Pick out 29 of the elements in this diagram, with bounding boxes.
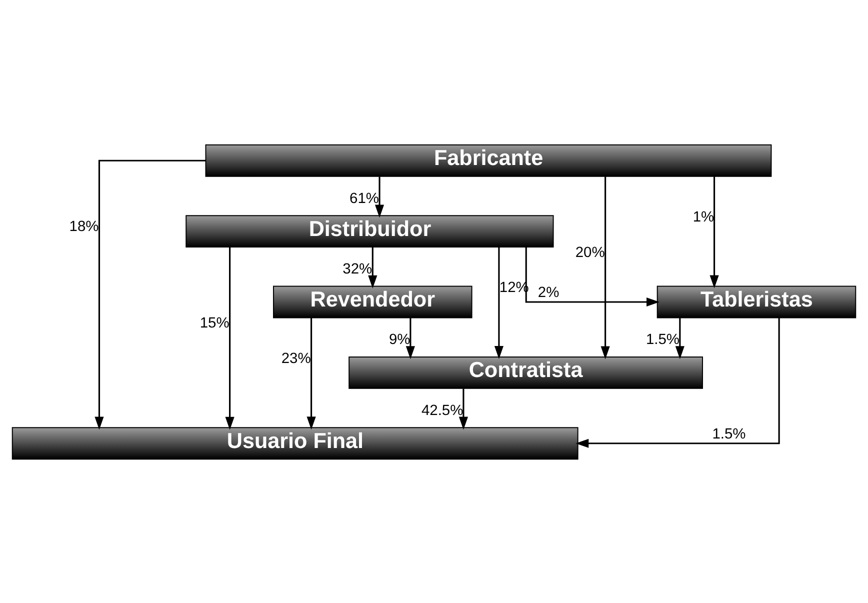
arrow — [94, 159, 206, 430]
node-box: Distribuidor — [186, 214, 554, 248]
arrow — [525, 246, 660, 306]
edge-label: 1% — [692, 208, 714, 225]
node-box: Revendedor — [273, 285, 472, 318]
arrow — [675, 318, 684, 359]
node-box: Fabricante — [205, 144, 772, 176]
arrow — [374, 176, 384, 218]
edge-label: 1.5% — [646, 332, 680, 348]
arrow — [406, 318, 415, 359]
edge-label: 2% — [538, 284, 560, 301]
arrow — [710, 176, 719, 288]
arrow — [368, 246, 378, 288]
arrow — [494, 246, 504, 358]
edge-label: 18% — [69, 218, 99, 234]
edge-label: 20% — [575, 244, 605, 260]
arrow — [225, 246, 234, 430]
edge-label: 61% — [350, 190, 380, 206]
edge-label: 15% — [200, 315, 230, 332]
node-box: Usuario Final — [12, 426, 578, 460]
arrow — [576, 317, 780, 448]
edge-label: 32% — [342, 261, 372, 278]
node-box: Contratista — [348, 356, 703, 388]
edge-label: 23% — [281, 350, 311, 366]
edge-label: 1.5% — [712, 426, 746, 442]
arrow — [458, 388, 468, 430]
arrow — [600, 176, 610, 359]
arrow — [306, 317, 316, 430]
node-box: Tableristas — [656, 285, 856, 318]
